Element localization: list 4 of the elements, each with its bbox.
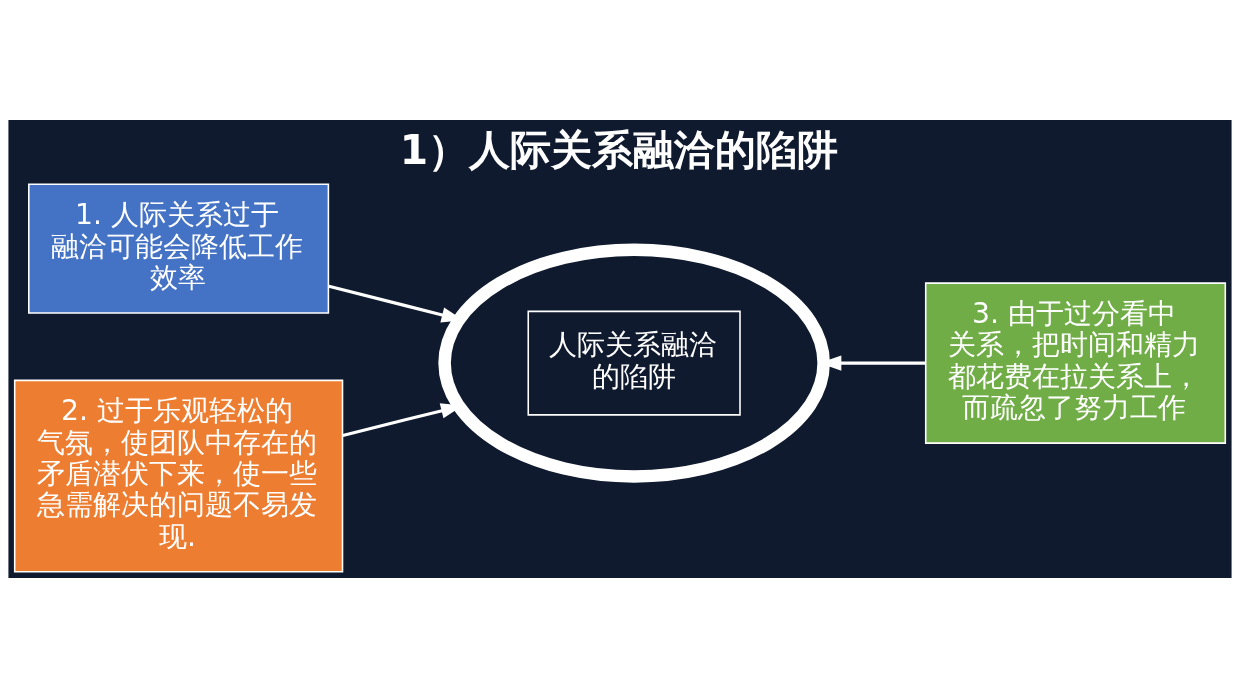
node-box: 3. 由于过分看中关系，把时间和精力都花费在拉关系上，而疏忽了努力工作 [924, 282, 1227, 444]
node-box: 2. 过于乐观轻松的气氛，使团队中存在的矛盾潜伏下来，使一些急需解决的问题不易发现. [13, 379, 344, 573]
diagram-title: 1）人际关系融洽的陷阱 [399, 125, 839, 174]
node-box: 1. 人际关系过于融洽可能会降低工作效率 [28, 183, 330, 314]
